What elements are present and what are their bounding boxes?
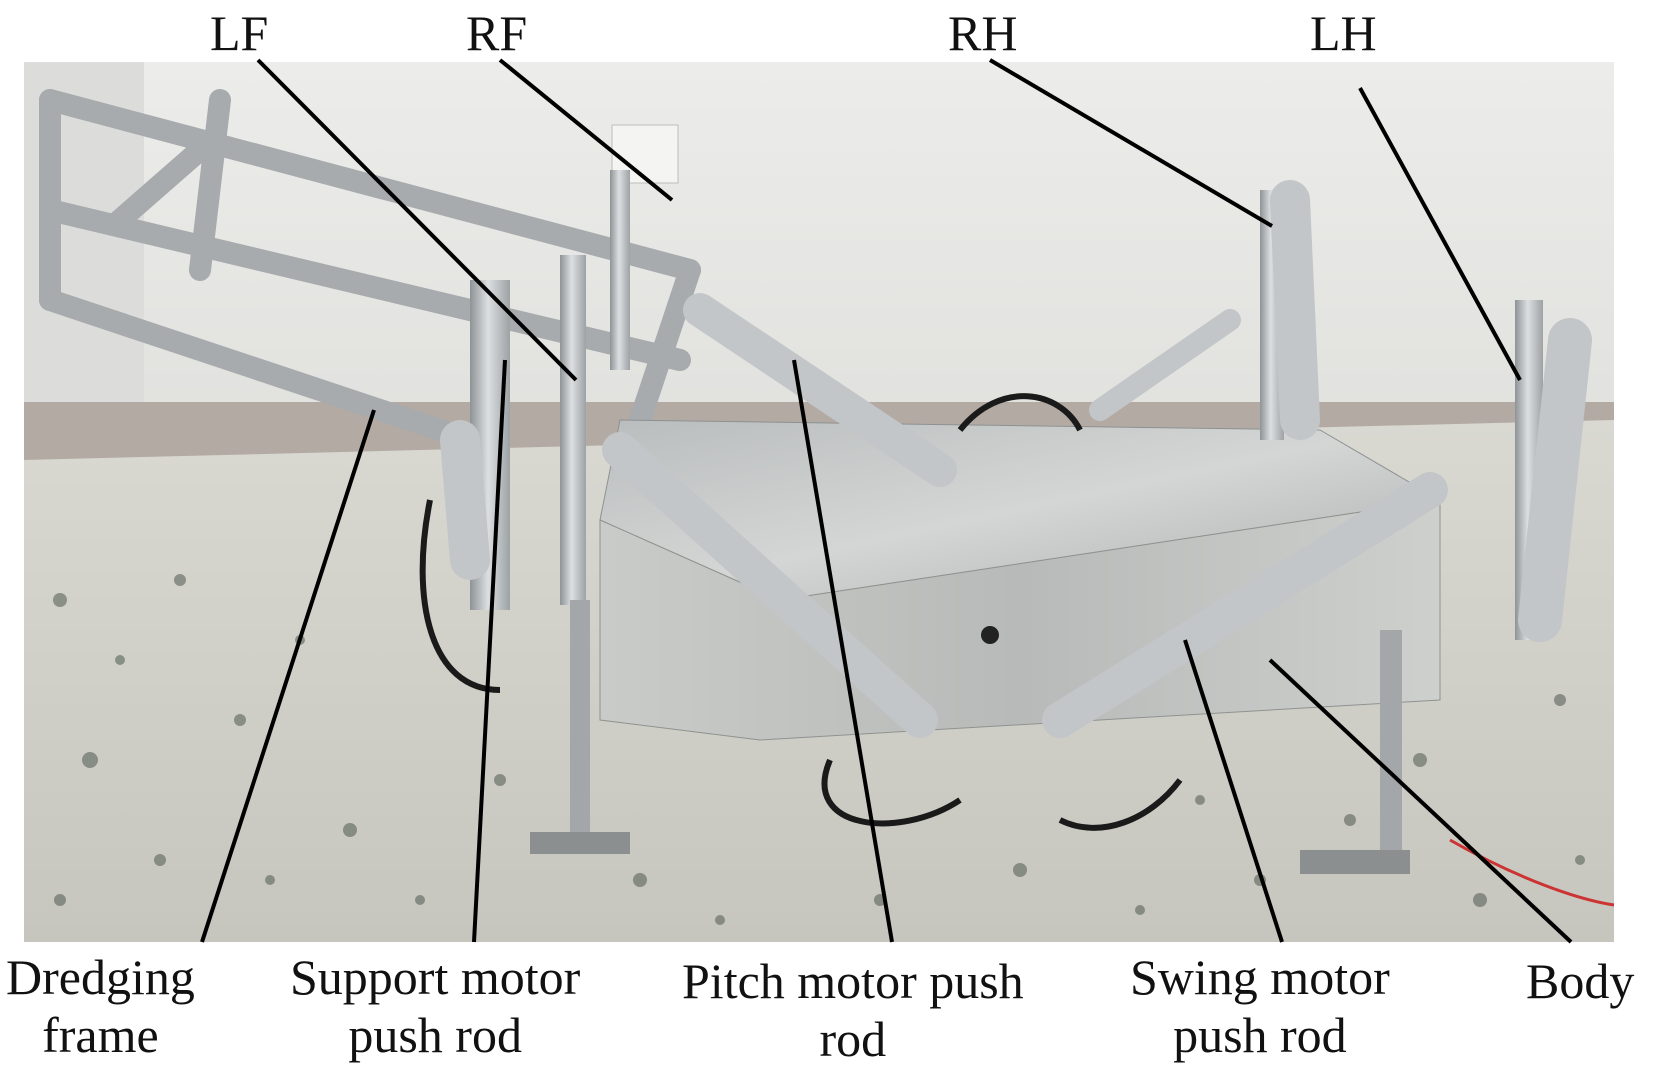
label-dredging-frame-line-1: Dredging — [6, 949, 195, 1005]
label-body-line-1: Body — [1526, 953, 1635, 1009]
leader-line-dredging-frame — [200, 409, 376, 943]
label-support-motor-line-2: push rod — [348, 1007, 522, 1063]
leader-lines — [200, 58, 1573, 944]
leader-line-rh — [988, 58, 1274, 228]
label-swing-motor-line-2: push rod — [1173, 1007, 1347, 1063]
label-lf: LF — [210, 5, 269, 61]
motor-push-rods — [440, 180, 1592, 738]
leader-line-swing-motor — [1183, 639, 1284, 943]
label-lh: LH — [1310, 5, 1377, 61]
body-port — [981, 626, 999, 644]
label-dredging-frame-line-2: frame — [42, 1007, 159, 1063]
label-pitch-motor-push-rod: Pitch motor push rod — [682, 952, 1024, 1068]
leader-line-lf — [256, 58, 578, 382]
cables — [419, 393, 1183, 831]
label-swing-motor-line-1: Swing motor — [1130, 949, 1390, 1005]
label-dredging-frame: Dredging frame — [6, 948, 195, 1064]
label-support-motor-line-1: Support motor — [290, 949, 581, 1005]
leader-line-support-motor — [472, 359, 507, 943]
leader-line-pitch-motor — [792, 359, 894, 943]
leader-line-body — [1268, 658, 1573, 944]
label-support-motor-push-rod: Support motor push rod — [290, 948, 580, 1064]
label-body: Body — [1526, 952, 1634, 1010]
label-rf: RF — [466, 5, 528, 61]
label-pitch-motor-line-2: rod — [819, 1011, 887, 1067]
photo — [24, 62, 1615, 942]
label-pitch-motor-line-1: Pitch motor push — [682, 953, 1024, 1009]
label-rh: RH — [948, 5, 1018, 61]
label-swing-motor-push-rod: Swing motor push rod — [1130, 948, 1390, 1064]
leader-line-rf — [498, 58, 674, 202]
leader-line-lh — [1358, 87, 1522, 381]
